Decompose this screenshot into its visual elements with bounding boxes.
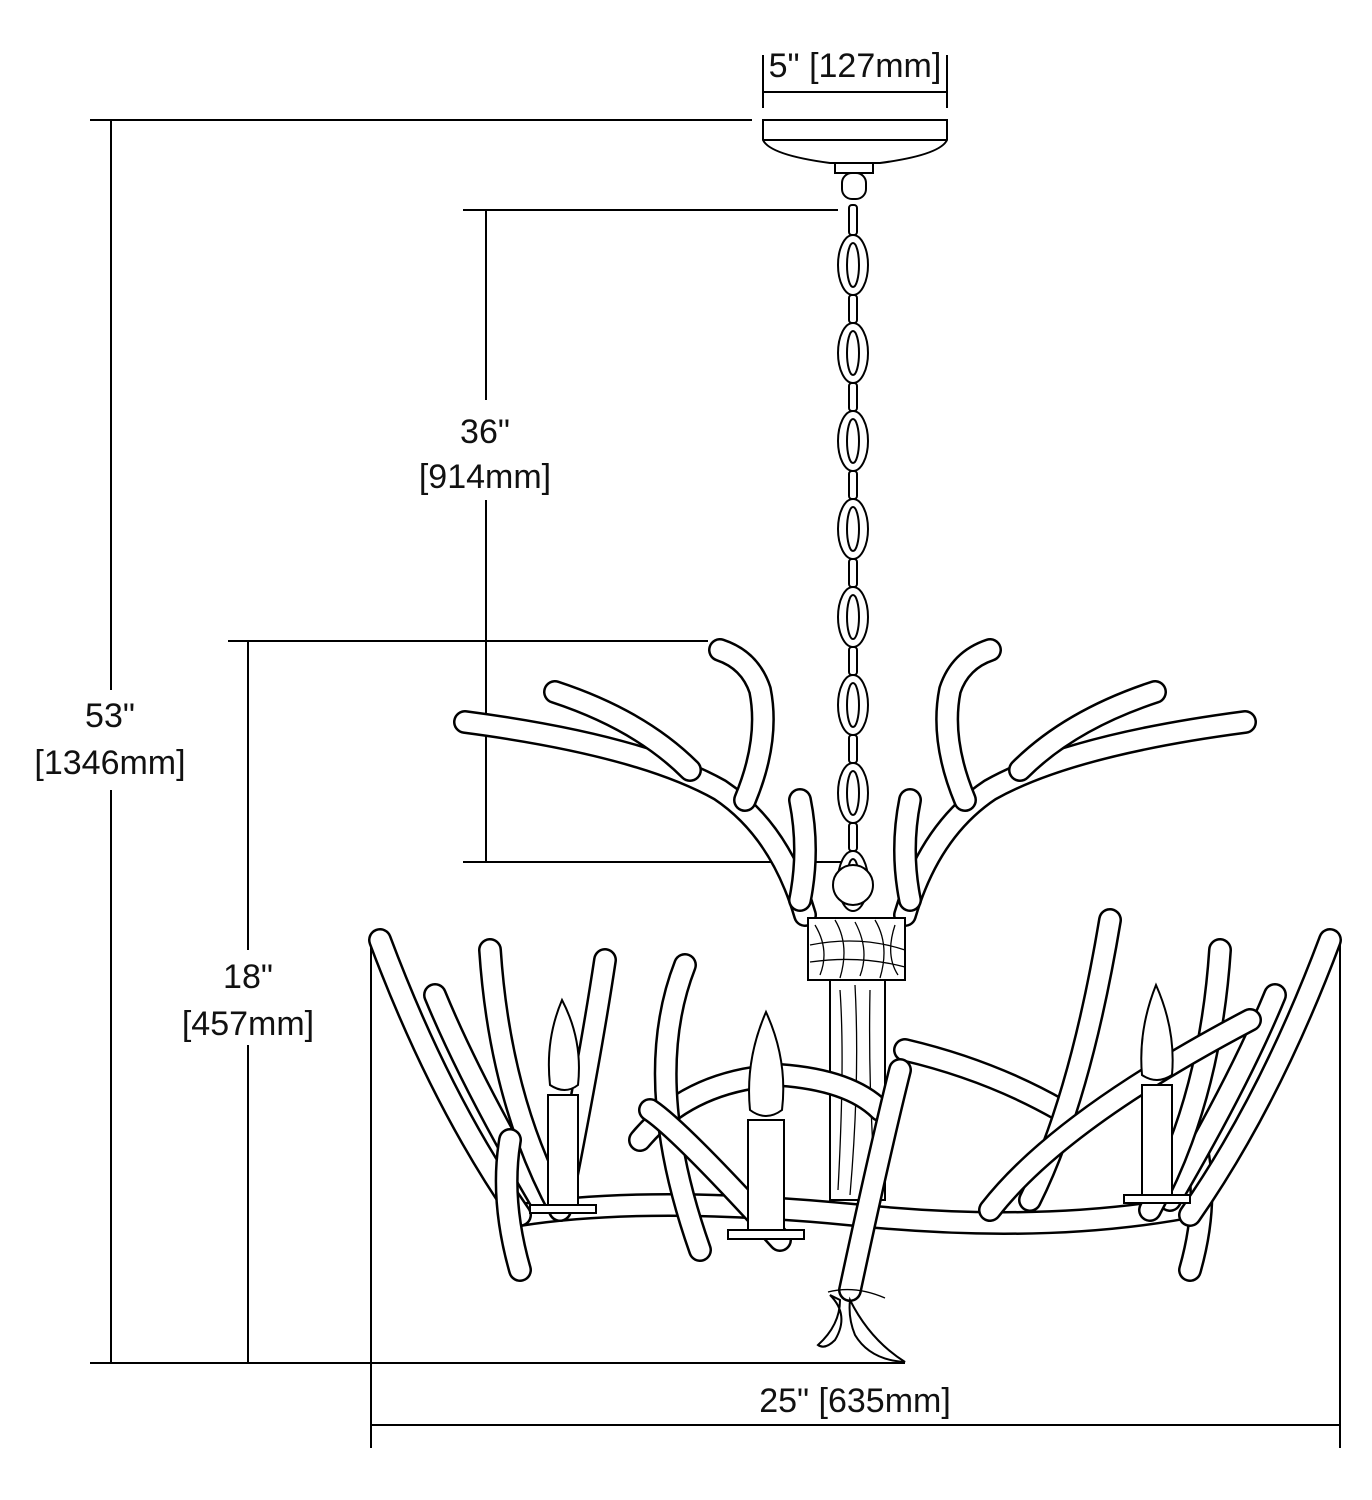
overall-height-imperial: 53" — [85, 697, 135, 735]
chain-link-side — [848, 558, 858, 588]
fixture-height-metric: [457mm] — [182, 1005, 314, 1043]
chain-link-side — [848, 822, 858, 852]
dimension-overall-height: 53" [1346mm] — [34, 119, 905, 1364]
candles — [529, 982, 1191, 1240]
bottom-finial — [816, 1288, 906, 1363]
upper-antlers — [453, 638, 1257, 927]
chain-link-side — [848, 470, 858, 500]
candle-left — [529, 997, 597, 1214]
chain-length-metric: [914mm] — [419, 458, 551, 496]
fixture-width-label: 25" [635mm] — [759, 1382, 951, 1420]
dimension-canopy-width: 5" [127mm] — [762, 47, 948, 108]
candle-center — [727, 1009, 805, 1240]
chain — [837, 204, 869, 912]
dimension-fixture-width: 25" [635mm] — [370, 940, 1341, 1448]
dimension-fixture-height: 18" [457mm] — [182, 640, 708, 1363]
canopy-width-label: 5" [127mm] — [769, 47, 942, 85]
chain-length-imperial: 36" — [460, 413, 510, 451]
canopy — [762, 119, 948, 200]
chain-link-side — [848, 734, 858, 764]
chain-link-side — [848, 294, 858, 324]
chain-link-side — [848, 646, 858, 676]
candle-right — [1123, 982, 1191, 1204]
overall-height-metric: [1346mm] — [34, 744, 185, 782]
lower-antlers — [368, 908, 1342, 1302]
chain-link-side — [848, 382, 858, 412]
dimension-chain-length: 36" [914mm] — [419, 209, 845, 863]
fixture-height-imperial: 18" — [223, 958, 273, 996]
